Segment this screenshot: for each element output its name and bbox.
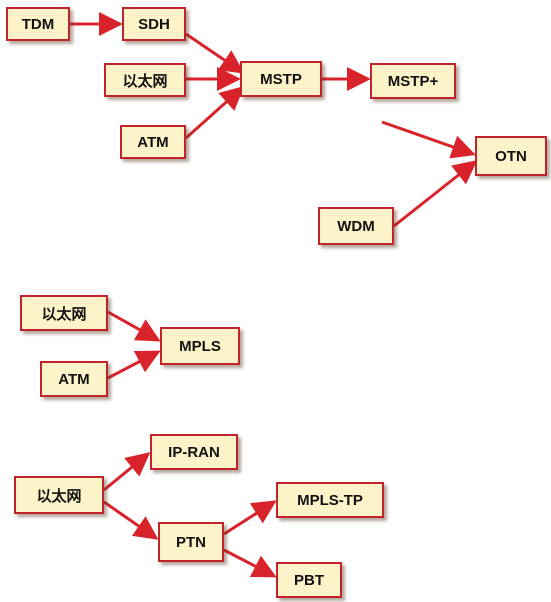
node-atm-2: ATM xyxy=(40,361,108,397)
arrow-ptn-to-mpls-tp xyxy=(223,500,277,536)
arrow-ptn-to-pbt xyxy=(223,548,277,578)
node-mpls-tp: MPLS-TP xyxy=(276,482,384,518)
arrow-sdh-to-mstp xyxy=(185,32,245,74)
arrow-mstp-plus-to-otn xyxy=(381,120,476,159)
node-otn: OTN xyxy=(475,136,547,176)
node-ethernet-1: 以太网 xyxy=(104,63,186,97)
node-sdh: SDH xyxy=(122,7,186,41)
arrow-wdm-to-otn xyxy=(393,160,478,228)
node-tdm: TDM xyxy=(6,7,70,41)
node-pbt: PBT xyxy=(276,562,342,598)
node-ip-ran: IP-RAN xyxy=(150,434,238,470)
node-ethernet-2: 以太网 xyxy=(20,295,108,331)
arrow-atm-2-to-mpls xyxy=(107,350,161,380)
node-ptn: PTN xyxy=(158,522,224,562)
node-mpls: MPLS xyxy=(160,327,240,365)
node-atm-1: ATM xyxy=(120,125,186,159)
arrow-ethernet-3-to-ptn xyxy=(103,500,159,540)
node-mstp: MSTP xyxy=(240,61,322,97)
arrow-ethernet-3-to-ip-ran xyxy=(103,452,151,492)
node-mstp-plus: MSTP+ xyxy=(370,63,456,99)
arrow-atm-1-to-mstp xyxy=(185,86,245,140)
arrow-ethernet-2-to-mpls xyxy=(107,310,161,342)
node-ethernet-3: 以太网 xyxy=(14,476,104,514)
node-wdm: WDM xyxy=(318,207,394,245)
